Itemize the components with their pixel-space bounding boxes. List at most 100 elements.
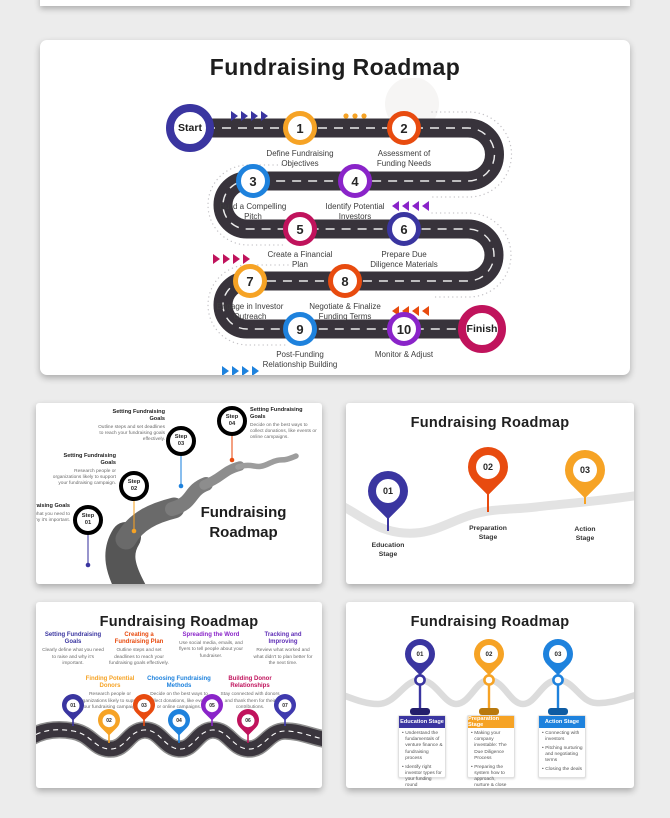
node-number: 7 <box>246 273 254 289</box>
winding-road-graphic <box>190 78 513 375</box>
step-number: 04 <box>228 421 236 427</box>
pin-number: 01 <box>66 698 80 712</box>
bullet-item: Identify right investor types for your f… <box>401 765 443 788</box>
topic-heading: Spreading the Word <box>182 632 240 638</box>
node-number: 10 <box>396 321 412 337</box>
stage-label-education: Education Stage <box>371 542 405 559</box>
slide-location-pins[interactable]: Fundraising Roadmap 01 02 03 Education S… <box>346 403 634 584</box>
step-word: Step <box>81 513 95 520</box>
stage-label-preparation: Preparation Stage <box>469 525 507 542</box>
node-number: 5 <box>296 221 304 237</box>
pin-number: 03 <box>137 698 151 712</box>
step-label-3: Build a Compelling Pitch <box>219 202 287 222</box>
step-number: 02 <box>130 486 138 492</box>
bullet-text: Preparing the system how to approach, nu… <box>474 764 507 788</box>
step-body: Clearly define what you need to raise an… <box>36 511 70 524</box>
topic-block-5: Spreading the Word Use social media, ema… <box>179 632 243 660</box>
step-label-10: Monitor & Adjust <box>374 350 434 359</box>
card-header: Education Stage <box>399 716 445 728</box>
step-label-6: Prepare Due Diligence Materials <box>370 250 438 270</box>
pin-number: 06 <box>241 713 255 727</box>
stage-card-action: Action Stage Connecting with investors P… <box>538 715 586 778</box>
roadmap-node-5: 5 <box>283 212 317 246</box>
step-label-1: Define Fundraising Objectives <box>266 149 334 169</box>
step-body: Outline steps and set deadlines to reach… <box>98 424 165 443</box>
pin-number: 03 <box>549 645 567 663</box>
node-number: 1 <box>296 120 304 136</box>
pin-number: 01 <box>376 479 400 503</box>
slide-topics-road[interactable]: Fundraising Roadmap Setting Fundraising … <box>36 602 322 788</box>
stage-label-action: Action Stage <box>574 526 596 543</box>
step-text-01: Setting Fundraising Goals Clearly define… <box>36 503 70 524</box>
bullet-text: Closing the deals <box>545 767 582 773</box>
topic-block-4: Choosing Fundraising Methods Decide on t… <box>147 676 211 711</box>
step-heading: Setting Fundraising Goals <box>112 409 165 422</box>
roadmap-node-1: 1 <box>283 111 317 145</box>
topic-block-7: Tracking and Improving Review what worke… <box>251 632 315 667</box>
roadmap-node-2: 2 <box>387 111 421 145</box>
topic-body: Review what worked and what didn't to pl… <box>253 648 313 666</box>
step-label-9: Post-Funding Relationship Building <box>262 350 338 370</box>
slide-title: Fundraising Roadmap <box>99 614 259 630</box>
topic-body: Outline steps and set deadlines to reach… <box>109 648 169 666</box>
step-word: Step <box>127 479 141 486</box>
slide-main-roadmap[interactable]: Fundraising Roadmap <box>40 40 630 375</box>
pin-number: 04 <box>172 713 186 727</box>
bullet-list: Understand the fundamentals of venture f… <box>401 731 443 788</box>
topic-block-6: Building Donor Relationships Stay connec… <box>218 676 282 711</box>
card-header: Preparation Stage <box>468 716 514 728</box>
topic-body: Clearly define what you need to raise an… <box>42 648 104 666</box>
slide-stage-cards[interactable]: Fundraising Roadmap 01 02 03 Education S… <box>346 602 634 788</box>
topic-body: Stay connected with donors and thank the… <box>220 692 280 710</box>
bullet-item: Preparing the system how to approach, nu… <box>470 765 512 788</box>
page-title: Fundraising Roadmap <box>209 54 461 80</box>
step-text-04: Setting Fundraising Goals Decide on the … <box>250 407 318 442</box>
slide-title: Fundraising Roadmap <box>410 415 570 431</box>
roadmap-node-3: 3 <box>236 164 270 198</box>
step-text-03: Setting Fundraising Goals Outline steps … <box>97 409 165 444</box>
step-heading: Setting Fundraising Goals <box>36 503 70 509</box>
step-heading: Setting Fundraising Goals <box>63 453 116 466</box>
roadmap-node-6: 6 <box>387 212 421 246</box>
roadmap-finish-node: Finish <box>458 305 506 353</box>
pin-number: 01 <box>411 645 429 663</box>
step-heading: Setting Fundraising Goals <box>250 407 303 420</box>
step-label-2: Assessment of Funding Needs <box>376 149 432 169</box>
topic-block-2: Finding Potential Donors Research people… <box>78 676 142 711</box>
roadmap-node-7: 7 <box>233 264 267 298</box>
pin-number: 02 <box>102 713 116 727</box>
topic-body: Research people or organizations likely … <box>78 692 142 710</box>
node-number: 9 <box>296 321 304 337</box>
stage-card-education: Education Stage Understand the fundament… <box>398 715 446 788</box>
node-number: 4 <box>351 173 359 189</box>
finish-label: Finish <box>466 323 498 335</box>
bullet-list: Making your company investable: The Due … <box>470 731 512 788</box>
bullet-text: Understand the fundamentals of venture f… <box>405 731 443 761</box>
topic-heading: Setting Fundraising Goals <box>44 632 102 646</box>
step-body: Decide on the best ways to collect donat… <box>250 422 317 441</box>
step-label-4: Identify Potential Investors <box>325 202 385 222</box>
pin-number: 05 <box>205 698 219 712</box>
pin-number: 02 <box>480 645 498 663</box>
slide-title: Fundraising Roadmap <box>410 614 570 630</box>
pin-number: 02 <box>476 455 500 479</box>
bullet-item: Pitching nurturing and negotiating terms <box>541 746 583 765</box>
topic-heading: Choosing Fundraising Methods <box>147 676 211 690</box>
step-number: 01 <box>84 520 92 526</box>
gray-road-graphic <box>85 436 299 584</box>
roadmap-node-10: 10 <box>387 312 421 346</box>
bullet-text: Identify right investor types for your f… <box>405 764 442 788</box>
card-header: Action Stage <box>539 716 585 728</box>
node-number: 8 <box>341 273 349 289</box>
topic-block-3: Creating a Fundraising Plan Outline step… <box>107 632 171 667</box>
bullet-item: Closing the deals <box>541 767 583 773</box>
roadmap-node-4: 4 <box>338 164 372 198</box>
step-label-7: Engage in Investor Outreach <box>216 302 284 322</box>
step-label-8: Negotiate & Finalize Funding Terms <box>309 302 381 322</box>
slide-title: Fundraising Roadmap <box>200 504 287 541</box>
roadmap-start-node: Start <box>166 104 214 152</box>
node-number: 6 <box>400 221 408 237</box>
